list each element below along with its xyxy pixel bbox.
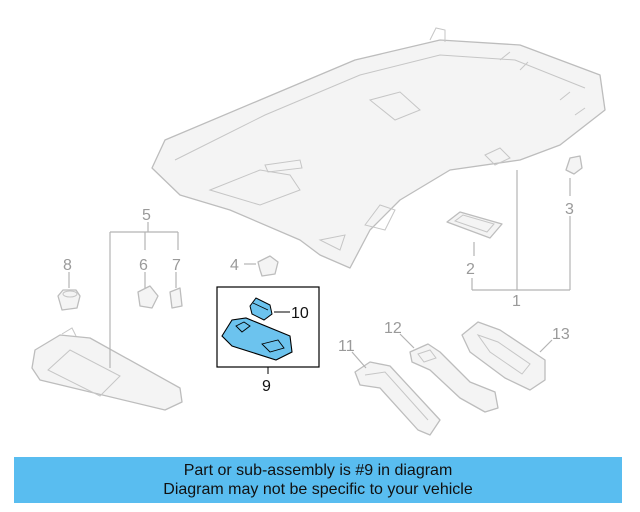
disclaimer-banner: Part or sub-assembly is #9 in diagram Di… <box>14 457 622 503</box>
part-13-shape <box>461 321 546 391</box>
part-12-shape <box>409 343 499 413</box>
callout-3: 3 <box>565 201 574 218</box>
banner-line-2: Diagram may not be specific to your vehi… <box>163 481 473 498</box>
part-10-bulb <box>249 297 273 321</box>
callout-6: 6 <box>139 257 148 274</box>
callout-8: 8 <box>63 257 72 274</box>
part-4-shape <box>257 255 279 277</box>
banner-line-1: Part or sub-assembly is #9 in diagram <box>183 462 453 479</box>
leader-lines <box>68 170 571 374</box>
part-6-shape <box>137 285 159 309</box>
callout-12: 12 <box>384 320 402 337</box>
headliner-part <box>151 27 606 269</box>
callout-2: 2 <box>466 261 475 278</box>
callout-13: 13 <box>552 326 570 343</box>
part-9-lamp <box>221 317 293 361</box>
callout-11: 11 <box>338 338 355 355</box>
callout-1: 1 <box>512 293 521 310</box>
part-7-shape <box>169 287 183 309</box>
part-8-shape <box>57 289 81 311</box>
callout-4: 4 <box>230 257 239 274</box>
part-2-shape <box>446 211 503 239</box>
callout-10: 10 <box>291 305 309 322</box>
part-3-shape <box>565 155 583 175</box>
sun-visor-shape <box>31 327 183 411</box>
callout-7: 7 <box>172 257 181 274</box>
callout-5: 5 <box>142 207 151 224</box>
callout-9: 9 <box>262 378 271 395</box>
part-11-shape <box>354 361 441 436</box>
